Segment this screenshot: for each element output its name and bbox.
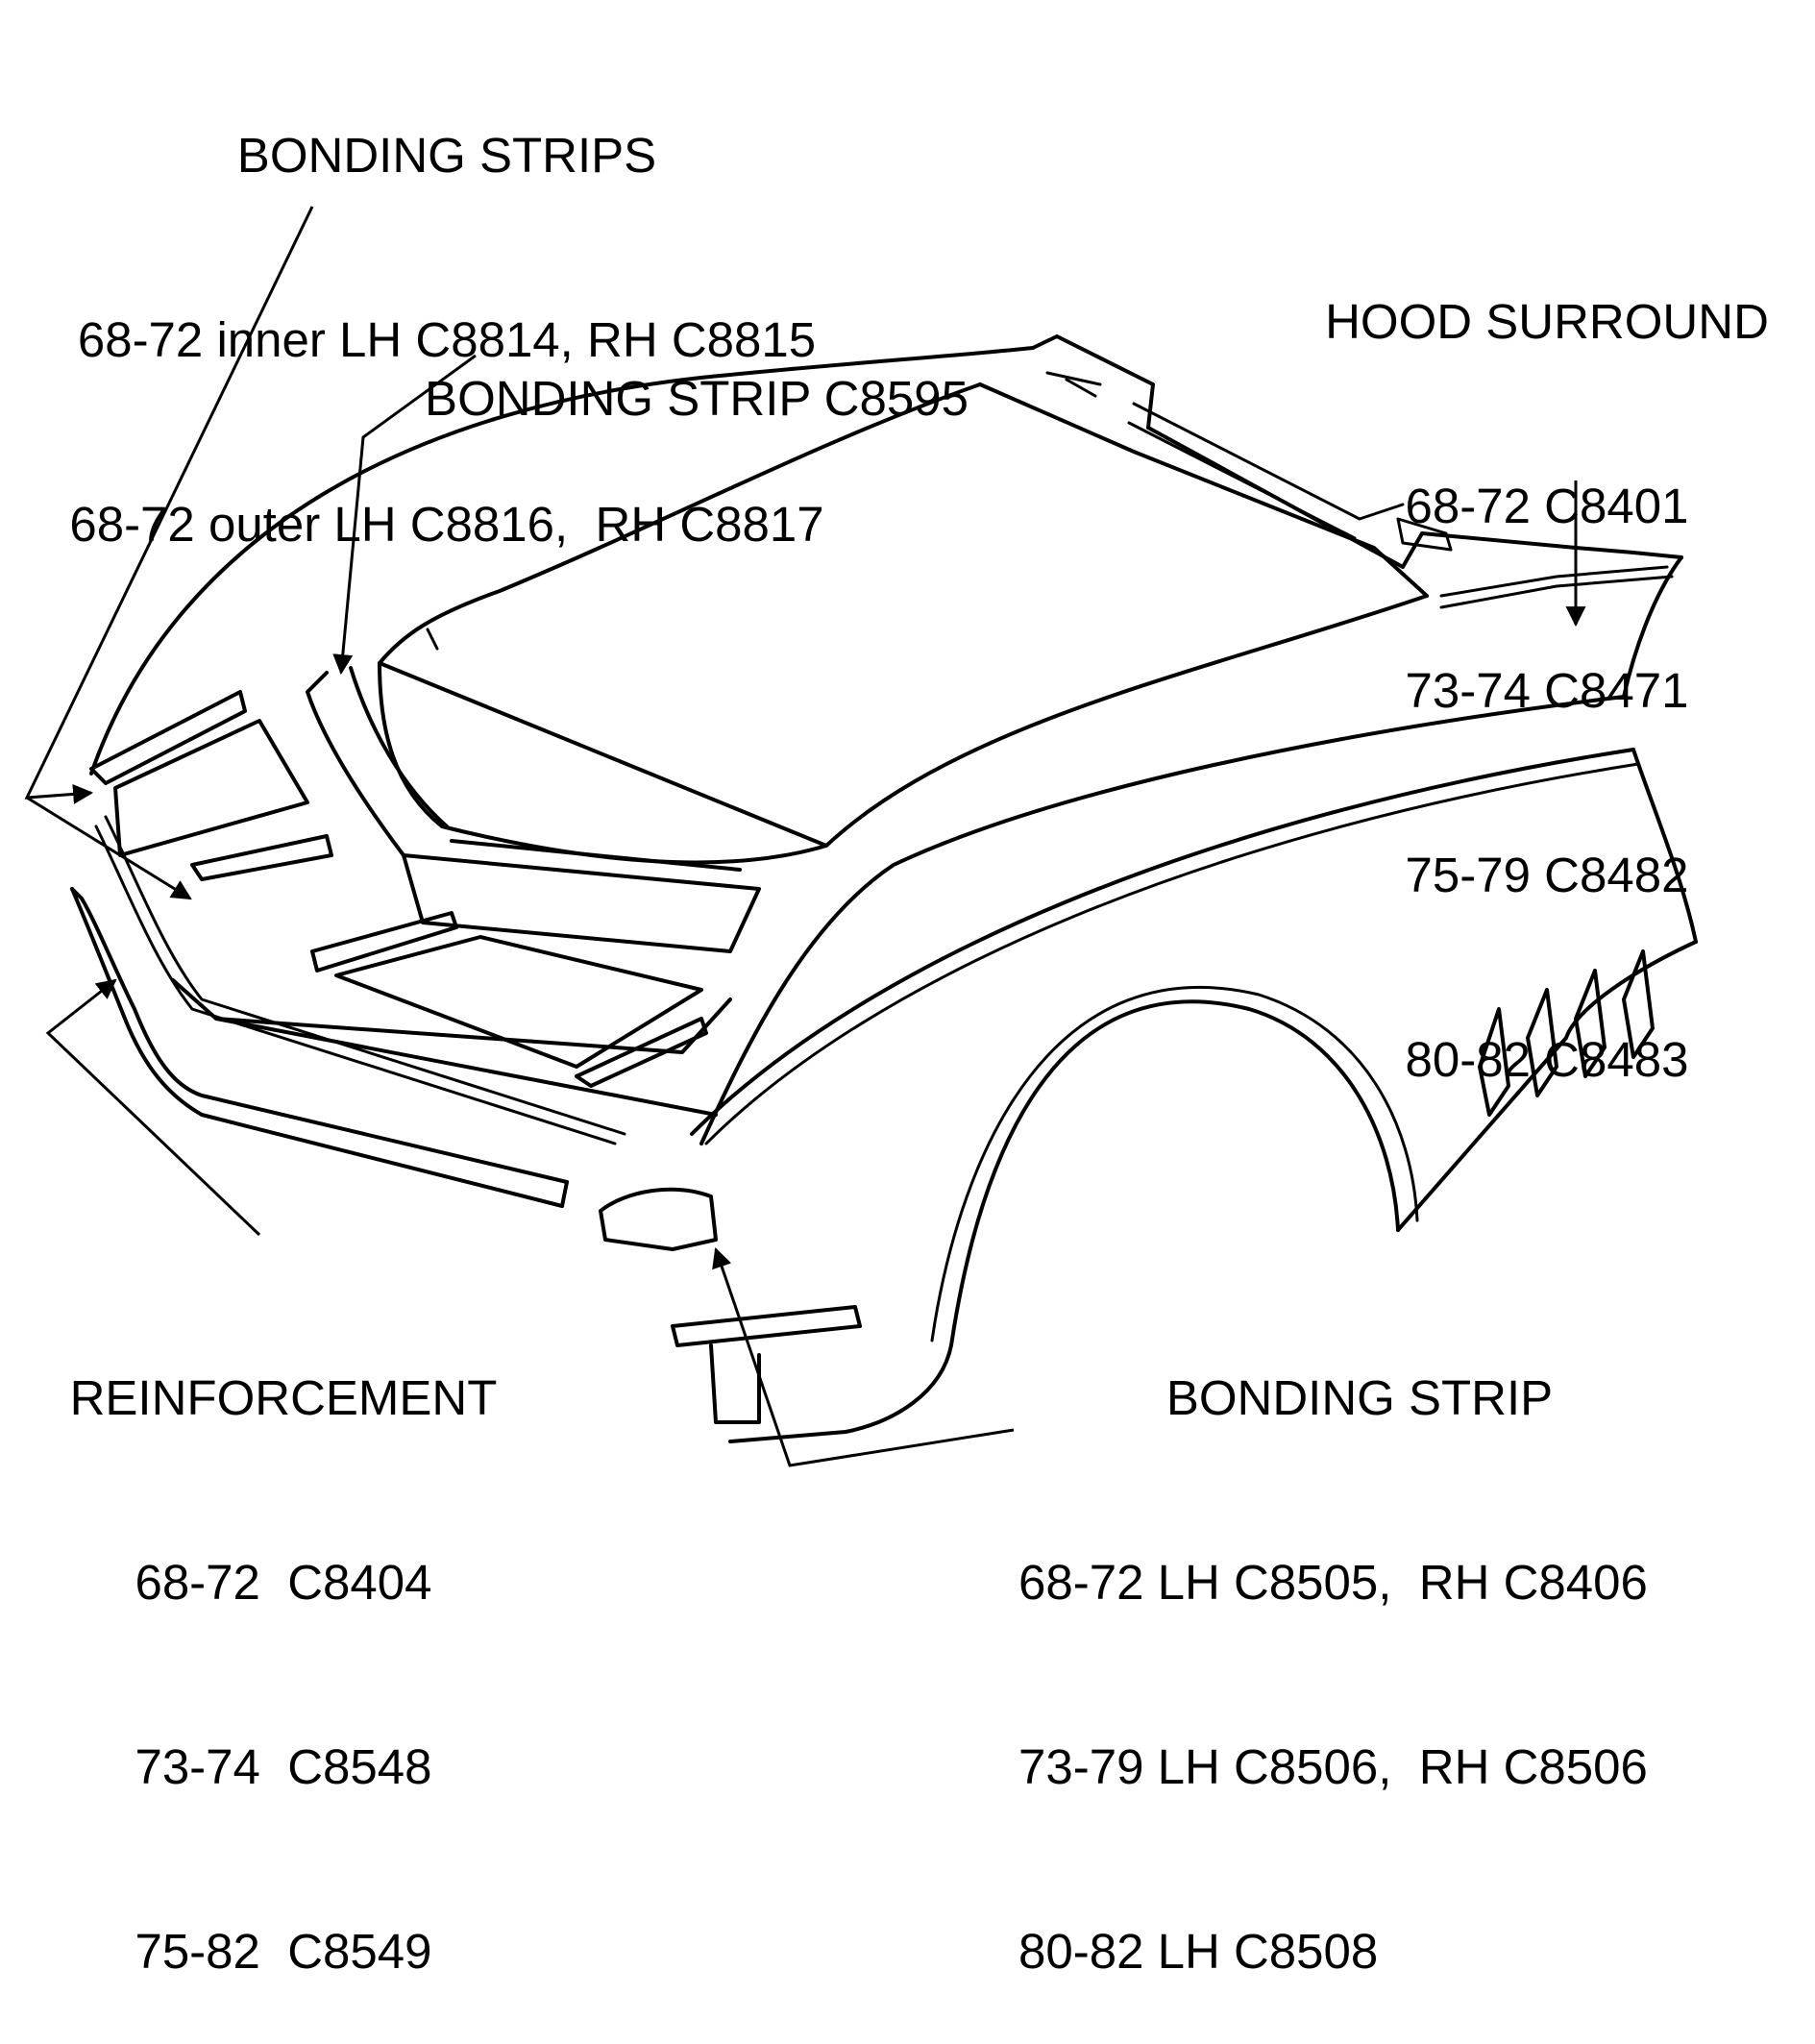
- fender: [599, 748, 1698, 1443]
- leader-lines: [24, 206, 1586, 1467]
- callout-line: 68-72 LH C8505, RH C8406: [1018, 1555, 1648, 1610]
- callout-line: 75-79 C8482: [1405, 848, 1689, 902]
- callout-bonding-strip-center: BONDING STRIP C8595: [384, 245, 1009, 491]
- callout-line: 75-82 C8549: [135, 1924, 432, 1979]
- callout-line: 73-74 C8471: [1405, 663, 1689, 718]
- reinforcement-strip: [70, 815, 626, 1208]
- callout-line: 80-82 C8483: [1405, 1032, 1689, 1087]
- callout-line: 73-74 C8548: [135, 1739, 432, 1794]
- callout-bonding-strips: BONDING STRIPS 68-72 inner LH C8814, RH …: [19, 2, 874, 617]
- left-vents: [89, 690, 708, 1088]
- callout-title: BONDING STRIPS: [236, 128, 657, 183]
- callout-line: 68-72 C8404: [135, 1555, 432, 1610]
- callout-reinforcement: REINFORCEMENT 68-72 C8404 73-74 C8548 75…: [34, 1244, 533, 2044]
- callout-title: REINFORCEMENT: [69, 1370, 498, 1425]
- callout-line: 68-72 inner LH C8814, RH C8815: [77, 312, 817, 367]
- callout-bonding-strip-fender: BONDING STRIP 68-72 LH C8505, RH C8406 7…: [1018, 1244, 1749, 2044]
- callout-line: 80-82 LH C8508: [1018, 1924, 1379, 1979]
- callout-line: 68-72 outer LH C8816, RH C8817: [69, 497, 824, 552]
- parts-diagram: [24, 206, 1698, 1467]
- callout-hood-surround: HOOD SURROUND 68-72 C8401 73-74 C8471 75…: [1288, 168, 1806, 1152]
- callout-title: BONDING STRIP: [1165, 1370, 1554, 1425]
- front-panel: [171, 666, 761, 1117]
- callout-title: BONDING STRIP C8595: [425, 371, 969, 426]
- callout-title: HOOD SURROUND: [1325, 294, 1769, 349]
- callout-line: 68-72 C8401: [1405, 479, 1689, 533]
- hood-opening: [378, 371, 1453, 865]
- callout-line: 73-79 LH C8506, RH C8506: [1018, 1739, 1648, 1794]
